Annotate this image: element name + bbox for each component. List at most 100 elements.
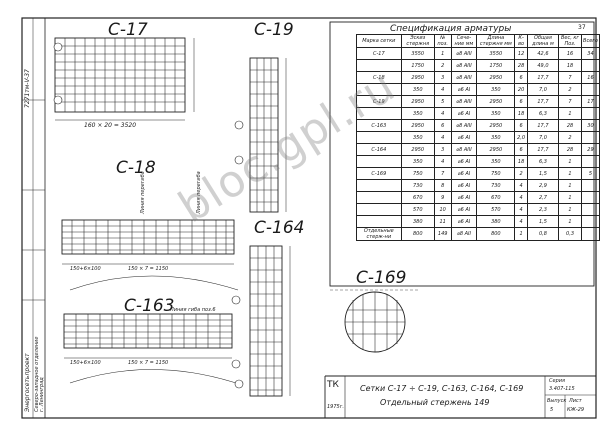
spec-cell: ⌀6 AI bbox=[450, 131, 478, 144]
sheet-year: 1975г. bbox=[327, 404, 344, 410]
spec-cell: 350 bbox=[400, 83, 435, 96]
spec-cell: 4 bbox=[514, 203, 528, 216]
spec-cell: 6,3 bbox=[526, 155, 560, 168]
spec-header-cell: Всего bbox=[580, 34, 600, 48]
spec-cell: 1 bbox=[433, 47, 452, 60]
spec-cell: 800 bbox=[400, 227, 435, 241]
spec-cell: 380 bbox=[400, 215, 435, 228]
spec-header-cell: № поз. bbox=[433, 34, 452, 48]
spec-cell: 2950 bbox=[400, 95, 435, 108]
spec-cell: С-164 bbox=[356, 143, 402, 156]
spec-cell: 0,3 bbox=[558, 227, 582, 241]
spec-cell: ⌀8 AIII bbox=[450, 143, 478, 156]
spec-cell: ⌀8 AIII bbox=[450, 71, 478, 84]
spec-cell: 570 bbox=[476, 203, 516, 216]
spec-cell bbox=[580, 215, 600, 228]
spec-title: Спецификация арматуры bbox=[390, 24, 512, 34]
spec-cell: 570 bbox=[400, 203, 435, 216]
spec-cell: 7,0 bbox=[526, 131, 560, 144]
mesh-c169-title: С-169 bbox=[356, 268, 407, 288]
spec-cell: ⌀6 AI bbox=[450, 107, 478, 120]
spec-cell: 730 bbox=[476, 179, 516, 192]
spec-cell: 30 bbox=[580, 119, 600, 132]
spec-cell bbox=[356, 131, 402, 144]
spec-cell: 3550 bbox=[400, 47, 435, 60]
spec-cell: ⌀8 AII bbox=[450, 227, 478, 241]
spec-cell: 42,6 bbox=[526, 47, 560, 60]
mesh-c18-title: С-18 bbox=[116, 158, 156, 178]
spec-cell: 0,8 bbox=[526, 227, 560, 241]
spec-cell: 2950 bbox=[400, 119, 435, 132]
spec-cell: 1 bbox=[558, 155, 582, 168]
spec-cell: 49,0 bbox=[526, 59, 560, 72]
list-value: КЖ-29 bbox=[567, 407, 585, 413]
spec-cell: 2,7 bbox=[526, 191, 560, 204]
c163-dimension-mid: 150 × 7 = 1150 bbox=[128, 360, 169, 366]
spec-cell: 6 bbox=[433, 119, 452, 132]
spec-cell: 4 bbox=[433, 155, 452, 168]
spec-cell: 34 bbox=[580, 47, 600, 60]
spec-cell bbox=[356, 215, 402, 228]
spec-cell bbox=[580, 191, 600, 204]
spec-cell: 1 bbox=[558, 203, 582, 216]
spec-cell: 8 bbox=[433, 179, 452, 192]
spec-cell: 380 bbox=[476, 215, 516, 228]
mesh-c19-title: С-19 bbox=[254, 20, 294, 40]
spec-header-cell: Вес, кг Поз. bbox=[558, 34, 582, 48]
spec-header-cell: Эскиз стержня bbox=[400, 34, 435, 48]
spec-header-cell: Сече-ние мм bbox=[450, 34, 478, 48]
spec-cell bbox=[580, 131, 600, 144]
spec-cell: ⌀6 AI bbox=[450, 215, 478, 228]
spec-cell: 750 bbox=[476, 167, 516, 180]
spec-cell: 7,0 bbox=[526, 83, 560, 96]
spec-cell: 18 bbox=[514, 107, 528, 120]
spec-cell: 1750 bbox=[476, 59, 516, 72]
spec-cell: 1750 bbox=[400, 59, 435, 72]
spec-cell: 1,5 bbox=[526, 167, 560, 180]
spec-cell: ⌀8 AIII bbox=[450, 95, 478, 108]
spec-cell: 17,7 bbox=[526, 119, 560, 132]
spec-cell: 6 bbox=[514, 71, 528, 84]
sheet-code: 7271тм-V-37 bbox=[24, 69, 31, 108]
spec-cell: 2 bbox=[558, 131, 582, 144]
mesh-c164-title: С-164 bbox=[254, 218, 305, 238]
spec-cell: С-169 bbox=[356, 167, 402, 180]
spec-cell: 2950 bbox=[476, 143, 516, 156]
spec-cell: 16 bbox=[580, 71, 600, 84]
series-value: 3.407-115 bbox=[549, 386, 575, 392]
c18-dimension-mid: 150 × 7 = 1150 bbox=[128, 266, 169, 272]
spec-cell: 6 bbox=[514, 143, 528, 156]
spec-cell: 1,5 bbox=[526, 215, 560, 228]
spec-cell: 2950 bbox=[400, 71, 435, 84]
spec-cell: ⌀8 AIII bbox=[450, 119, 478, 132]
mesh-c163-title: С-163 bbox=[124, 296, 175, 316]
spec-cell: С-17 bbox=[356, 47, 402, 60]
spec-cell bbox=[580, 107, 600, 120]
spec-cell: ⌀6 AI bbox=[450, 203, 478, 216]
spec-cell: 1 bbox=[558, 191, 582, 204]
spec-cell: 2950 bbox=[476, 119, 516, 132]
spec-cell: 10 bbox=[433, 203, 452, 216]
org-name: Энергосетьпроект bbox=[24, 353, 31, 412]
issue-value: 5 bbox=[550, 407, 554, 413]
c163-bend-line-label: Линия гиба поз.6 bbox=[170, 307, 216, 313]
spec-cell: 350 bbox=[400, 155, 435, 168]
spec-cell bbox=[580, 227, 600, 241]
spec-header-cell: Общая длина м bbox=[526, 34, 560, 48]
spec-cell: 350 bbox=[476, 107, 516, 120]
spec-cell: ⌀6 AI bbox=[450, 155, 478, 168]
spec-cell bbox=[356, 203, 402, 216]
spec-cell: 16 bbox=[558, 47, 582, 60]
spec-cell: 800 bbox=[476, 227, 516, 241]
